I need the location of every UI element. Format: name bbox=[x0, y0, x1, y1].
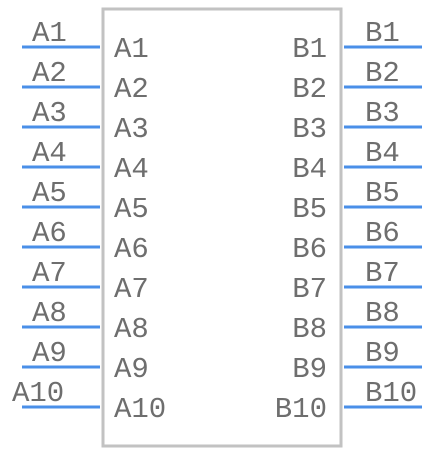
pin-number-a1: A1 bbox=[32, 17, 67, 50]
pin-number-b2: B2 bbox=[365, 57, 400, 90]
pin-name-a9: A9 bbox=[114, 353, 149, 386]
pin-number-b4: B4 bbox=[365, 137, 400, 170]
pin-number-a7: A7 bbox=[32, 257, 67, 290]
pin-number-a4: A4 bbox=[32, 137, 67, 170]
pin-name-b10: B10 bbox=[275, 393, 327, 426]
pin-name-a10: A10 bbox=[114, 393, 166, 426]
pin-number-b9: B9 bbox=[365, 337, 400, 370]
component-body bbox=[101, 7, 343, 448]
pin-number-b10: B10 bbox=[365, 377, 417, 410]
pin-number-b5: B5 bbox=[365, 177, 400, 210]
pin-number-b7: B7 bbox=[365, 257, 400, 290]
pin-name-b5: B5 bbox=[292, 193, 327, 226]
pin-name-a5: A5 bbox=[114, 193, 149, 226]
pin-name-b4: B4 bbox=[292, 153, 327, 186]
pin-number-a8: A8 bbox=[32, 297, 67, 330]
pin-number-b1: B1 bbox=[365, 17, 400, 50]
pin-name-b8: B8 bbox=[292, 313, 327, 346]
pin-name-b9: B9 bbox=[292, 353, 327, 386]
pin-number-a2: A2 bbox=[32, 57, 67, 90]
pin-name-a8: A8 bbox=[114, 313, 149, 346]
pin-number-a6: A6 bbox=[32, 217, 67, 250]
pin-number-a3: A3 bbox=[32, 97, 67, 130]
pin-number-a10: A10 bbox=[12, 377, 64, 410]
pin-name-a2: A2 bbox=[114, 73, 149, 106]
pin-name-a3: A3 bbox=[114, 113, 149, 146]
pin-name-b1: B1 bbox=[292, 33, 327, 66]
pin-number-b6: B6 bbox=[365, 217, 400, 250]
pin-number-b3: B3 bbox=[365, 97, 400, 130]
pin-name-b3: B3 bbox=[292, 113, 327, 146]
pin-number-a5: A5 bbox=[32, 177, 67, 210]
pin-number-b8: B8 bbox=[365, 297, 400, 330]
pin-name-a4: A4 bbox=[114, 153, 149, 186]
pin-name-b2: B2 bbox=[292, 73, 327, 106]
pin-name-a6: A6 bbox=[114, 233, 149, 266]
pin-name-b6: B6 bbox=[292, 233, 327, 266]
pin-name-a7: A7 bbox=[114, 273, 149, 306]
pin-name-a1: A1 bbox=[114, 33, 149, 66]
pin-name-b7: B7 bbox=[292, 273, 327, 306]
pin-number-a9: A9 bbox=[32, 337, 67, 370]
